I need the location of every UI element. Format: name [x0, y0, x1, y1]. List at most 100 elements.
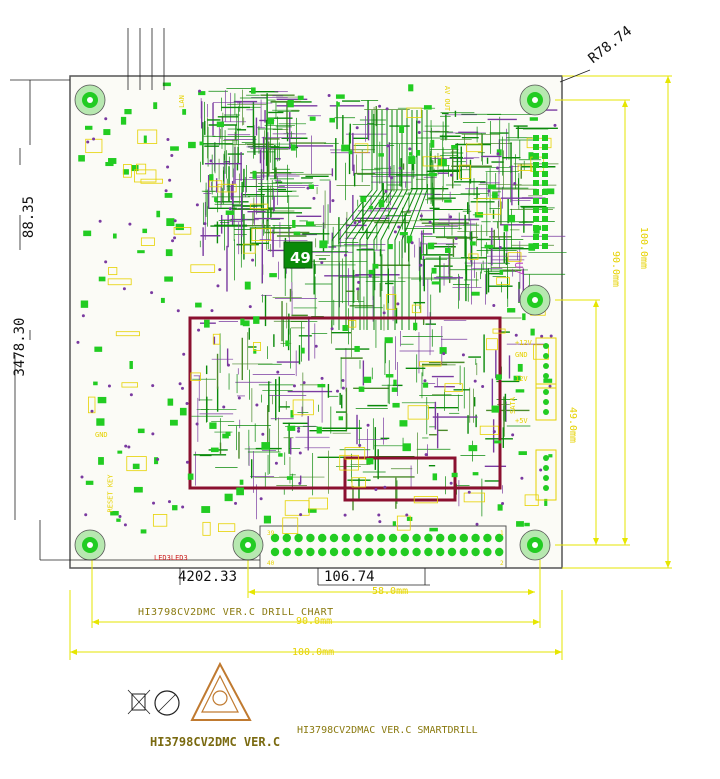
silk-box: [190, 264, 216, 273]
pad: [140, 529, 147, 534]
via: [327, 94, 331, 98]
pad: [292, 219, 296, 228]
header-pin: [329, 547, 339, 557]
pad: [341, 144, 350, 152]
connector-box: [535, 337, 557, 389]
gpio-pin: [542, 225, 548, 231]
silk-box: [140, 178, 163, 184]
board-model-label: HI3798CV2DMC VER.C: [150, 735, 281, 749]
via: [549, 334, 553, 338]
silk-box: [136, 163, 147, 175]
silk-box: [292, 399, 314, 416]
bus-trace: [338, 110, 378, 330]
via: [520, 476, 524, 480]
pad: [336, 102, 340, 107]
pad: [297, 95, 304, 100]
via: [356, 287, 360, 291]
header-pin: [377, 533, 386, 543]
silk-box: [407, 405, 429, 420]
pad: [368, 269, 375, 275]
silk-box: [137, 129, 158, 144]
pad: [110, 510, 119, 516]
dim-height-90: 90.0mm: [610, 250, 622, 288]
pad: [167, 398, 174, 406]
silk-box: [115, 331, 140, 337]
via: [330, 327, 334, 331]
via: [496, 166, 500, 170]
via: [341, 379, 345, 383]
dim-width-100: 100.0mm: [292, 647, 335, 658]
via: [377, 513, 381, 517]
header-pin: [412, 547, 421, 557]
pad: [172, 505, 178, 511]
silk-box: [486, 338, 498, 351]
pad: [507, 308, 516, 313]
silk-box: [242, 243, 256, 254]
pad: [105, 161, 114, 167]
header-pin: [377, 547, 386, 557]
gpio-pin: [542, 243, 548, 249]
silk-box: [348, 319, 357, 328]
pad: [387, 244, 393, 250]
arrowhead: [92, 619, 99, 625]
via: [123, 523, 127, 527]
pad: [428, 172, 437, 177]
silk-box: [413, 496, 438, 504]
silk-pin-1: 1: [500, 530, 504, 537]
via: [449, 173, 453, 177]
mount-hole-center: [532, 297, 538, 303]
gpio-pin: [533, 180, 539, 186]
pad: [372, 263, 379, 269]
drill-chart-title: HI3798CV2DMC VER.C DRILL CHART: [138, 607, 334, 618]
silk-5v: +5V: [515, 417, 528, 425]
arrowhead: [528, 589, 535, 595]
via: [127, 445, 131, 449]
header-pin: [282, 547, 291, 557]
dim-bottom-mid: 106.74: [324, 569, 375, 585]
pad: [117, 450, 123, 454]
silk-box: [468, 253, 479, 260]
silk-gnd-a: GND: [515, 351, 528, 359]
pad: [309, 116, 316, 121]
dim-left-top: 88.35: [21, 195, 37, 239]
pad: [175, 223, 184, 231]
pad: [428, 242, 435, 250]
silk-box: [463, 492, 486, 503]
pad: [399, 125, 405, 133]
pad: [546, 188, 555, 195]
gpio-pin: [533, 144, 539, 150]
pad: [399, 420, 408, 427]
silk-box: [533, 344, 549, 360]
bus-trace: [345, 110, 383, 330]
gpio-pin: [542, 144, 548, 150]
mount-hole-center: [532, 97, 538, 103]
header-pin: [424, 547, 433, 557]
via: [423, 379, 427, 383]
pad: [515, 389, 525, 393]
silk-box: [212, 333, 221, 345]
pad: [164, 193, 173, 198]
via: [481, 385, 485, 389]
pad: [366, 458, 374, 465]
silk-box: [344, 447, 366, 460]
pad: [201, 506, 211, 513]
pad: [513, 375, 521, 381]
gpio-pin: [533, 189, 539, 195]
pad: [160, 297, 165, 303]
pad: [210, 447, 219, 453]
silk-box: [406, 107, 422, 118]
pad: [484, 244, 494, 249]
via: [166, 165, 170, 169]
via: [151, 432, 155, 436]
via: [410, 241, 414, 245]
via: [90, 409, 94, 413]
pad: [286, 476, 293, 480]
via: [492, 430, 496, 434]
pad: [444, 247, 451, 254]
header-pin: [353, 547, 362, 557]
pad: [354, 345, 360, 352]
silk-pin-39: 39: [267, 530, 275, 537]
via: [382, 311, 386, 315]
pad: [154, 457, 159, 465]
